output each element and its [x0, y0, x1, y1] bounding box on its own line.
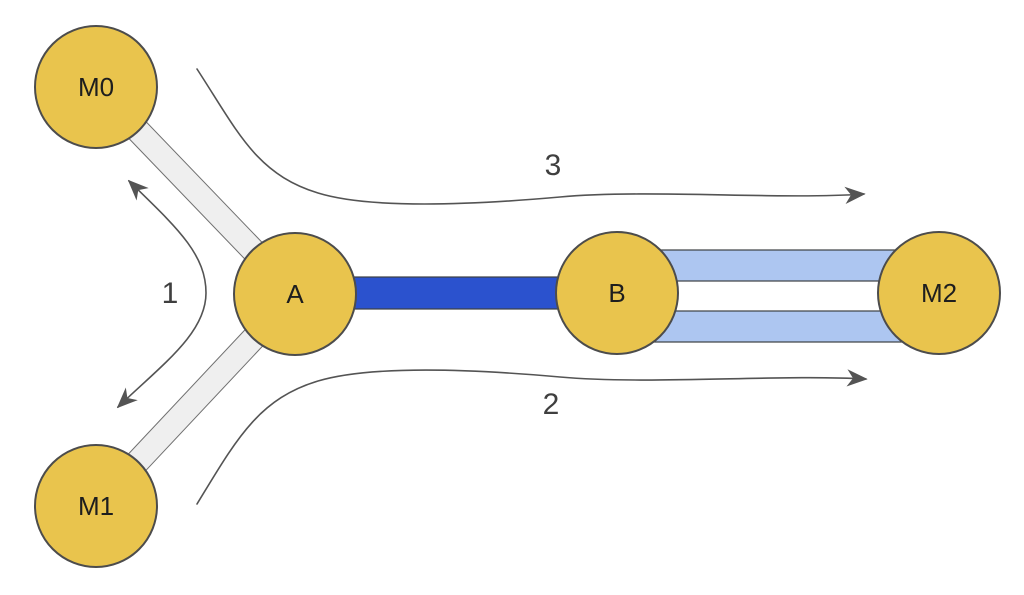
node-m1: M1 — [34, 444, 158, 568]
node-a: A — [233, 232, 357, 356]
flow-label-2: 2 — [543, 388, 560, 421]
node-m2-circle — [877, 231, 1001, 355]
node-a-circle — [233, 232, 357, 356]
node-m1-circle — [34, 444, 158, 568]
flow-label-3: 3 — [545, 149, 562, 182]
node-m0-label: M0 — [78, 72, 114, 102]
flow-arrow-1 — [116, 179, 207, 409]
node-m2: M2 — [877, 231, 1001, 355]
node-b-label: B — [608, 278, 625, 308]
node-m0: M0 — [34, 25, 158, 149]
flow-arrow-3 — [196, 68, 866, 205]
node-m2-label: M2 — [921, 278, 957, 308]
node-b: B — [555, 231, 679, 355]
node-a-label: A — [286, 279, 304, 309]
flow-label-1: 1 — [162, 277, 179, 310]
node-m1-label: M1 — [78, 491, 114, 521]
node-m0-circle — [34, 25, 158, 149]
flow-arrow-2 — [196, 369, 868, 505]
node-b-circle — [555, 231, 679, 355]
